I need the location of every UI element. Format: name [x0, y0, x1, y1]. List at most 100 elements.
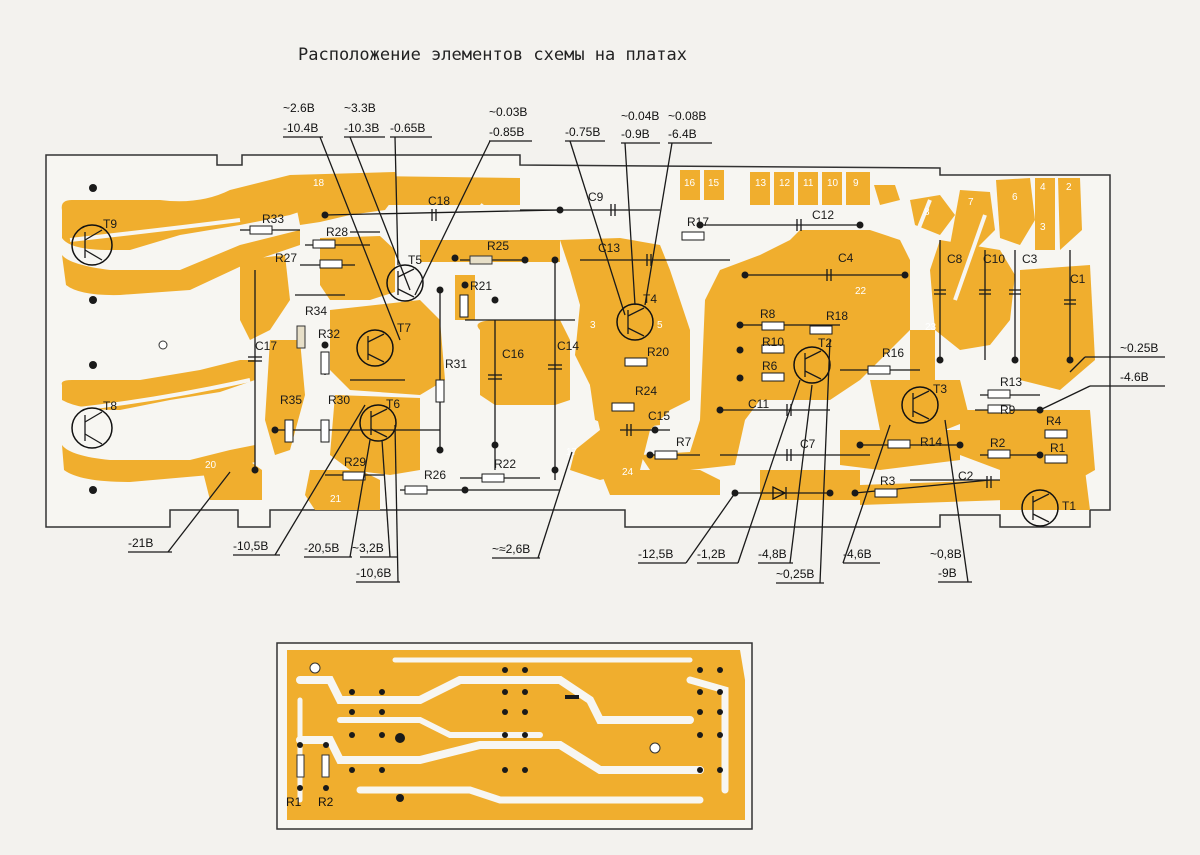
label-small-r2: R2: [318, 795, 334, 809]
pad-number: 3: [590, 320, 596, 331]
transistor-t2: [793, 346, 831, 384]
pad-number: 21: [330, 494, 342, 505]
pad-number: 7: [968, 197, 974, 208]
label-c11: C11: [748, 397, 769, 411]
label-c10: C10: [983, 252, 1005, 266]
label-c9: C9: [588, 190, 604, 204]
component-labels: T9 T8 T7 T6 T5 T4 T3 T2 T1 R33 R28 R27 R…: [103, 190, 1086, 513]
voltage-minus-10-6: -10,6В: [356, 566, 391, 580]
label-r8: R8: [760, 307, 776, 321]
pad-number: 23: [925, 322, 937, 333]
label-t9: T9: [103, 217, 117, 231]
pad-number: 9: [853, 178, 859, 189]
label-c4: C4: [838, 251, 854, 265]
label-r21: R21: [470, 279, 492, 293]
voltage-minus-20-5: -20,5В: [304, 541, 339, 555]
voltage-minus-4-6: -4,6В: [843, 547, 872, 561]
label-c3: C3: [1022, 252, 1038, 266]
pad-number: 11: [803, 178, 814, 189]
label-r20: R20: [647, 345, 669, 359]
label-c7: C7: [800, 437, 816, 451]
transistor-t6: [359, 404, 397, 442]
label-r3: R3: [880, 474, 896, 488]
voltage-minus-4-8: -4,8В: [758, 547, 787, 561]
label-r31: R31: [445, 357, 467, 371]
label-c16: C16: [502, 347, 524, 361]
label-c17: C17: [255, 339, 277, 353]
label-small-r1: R1: [286, 795, 302, 809]
voltage-c18-ac: ~0.03В: [489, 105, 527, 119]
capacitors: [248, 204, 1076, 501]
resistors: [249, 225, 1068, 498]
small-board: R1 R2: [276, 642, 753, 830]
voltage-approx-2-6: ~≈2,6В: [492, 542, 530, 556]
pad-number: 2: [1066, 182, 1072, 193]
label-r17: R17: [687, 215, 709, 229]
label-t3: T3: [933, 382, 947, 396]
voltage-minus-9: -9В: [938, 566, 957, 580]
label-c8: C8: [947, 252, 963, 266]
pad-number: 20: [205, 460, 217, 471]
label-r26: R26: [424, 468, 446, 482]
pad-number: 10: [827, 178, 839, 189]
pad-number: 5: [657, 320, 663, 331]
pad-number: 4: [1040, 182, 1046, 193]
voltage-t4-right-ac: ~0.08В: [668, 109, 706, 123]
pad-number: 18: [313, 178, 325, 189]
label-r28: R28: [326, 225, 348, 239]
label-r2: R2: [990, 436, 1006, 450]
pad-number: 15: [708, 178, 720, 189]
label-r14: R14: [920, 435, 942, 449]
label-r10: R10: [762, 335, 784, 349]
transistor-t3: [901, 386, 939, 424]
transistors: [71, 224, 1059, 527]
voltage-t3-dc: -4.6В: [1120, 370, 1149, 384]
label-r7: R7: [676, 435, 692, 449]
label-c1: C1: [1070, 272, 1086, 286]
label-c2: C2: [958, 469, 974, 483]
label-r9: R9: [1000, 403, 1016, 417]
label-r1: R1: [1050, 441, 1066, 455]
label-t5: T5: [408, 253, 422, 267]
pad-number: 24: [622, 467, 634, 478]
voltage-t5-ac: ~3.3В: [344, 101, 376, 115]
label-r32: R32: [318, 327, 340, 341]
voltage-ac-3-2: ~3,2В: [352, 541, 384, 555]
label-t7: T7: [397, 321, 411, 335]
pad-number: 12: [779, 178, 791, 189]
voltage-t7-ac: ~2.6В: [283, 101, 315, 115]
label-t6: T6: [386, 397, 400, 411]
label-t8: T8: [103, 399, 117, 413]
transistor-t1: [1021, 489, 1059, 527]
voltage-t7-dc: -10.4В: [283, 121, 318, 135]
label-r33: R33: [262, 212, 284, 226]
label-r34: R34: [305, 304, 327, 318]
voltage-minus-21: -21В: [128, 536, 153, 550]
transistor-t8: [71, 407, 113, 449]
transistor-t5: [386, 264, 424, 302]
label-r29: R29: [344, 455, 366, 469]
label-r30: R30: [328, 393, 350, 407]
label-c18: C18: [428, 194, 450, 208]
label-r27: R27: [275, 251, 297, 265]
label-r6: R6: [762, 359, 778, 373]
voltage-callouts: ~2.6В -10.4В ~3.3В -10.3В -0.65В ~0.03В …: [128, 101, 1165, 584]
label-t2: T2: [818, 336, 832, 350]
transistor-t9: [71, 224, 113, 266]
label-c12: C12: [812, 208, 834, 222]
label-t1: T1: [1062, 499, 1076, 513]
label-r16: R16: [882, 346, 904, 360]
voltage-t5-right: -0.65В: [390, 121, 425, 135]
pad-number: 16: [684, 178, 696, 189]
label-r24: R24: [635, 384, 657, 398]
label-r18: R18: [826, 309, 848, 323]
label-r4: R4: [1046, 414, 1062, 428]
transistor-t7: [356, 329, 394, 367]
voltage-ac-0-25: ~0,25В: [776, 567, 814, 581]
terminal-pads: [89, 184, 1074, 497]
diagram-title: Расположение элементов схемы на платах: [298, 45, 687, 65]
label-c14: C14: [557, 339, 579, 353]
pad-number: 22: [855, 286, 867, 297]
transistor-t4: [616, 303, 654, 341]
